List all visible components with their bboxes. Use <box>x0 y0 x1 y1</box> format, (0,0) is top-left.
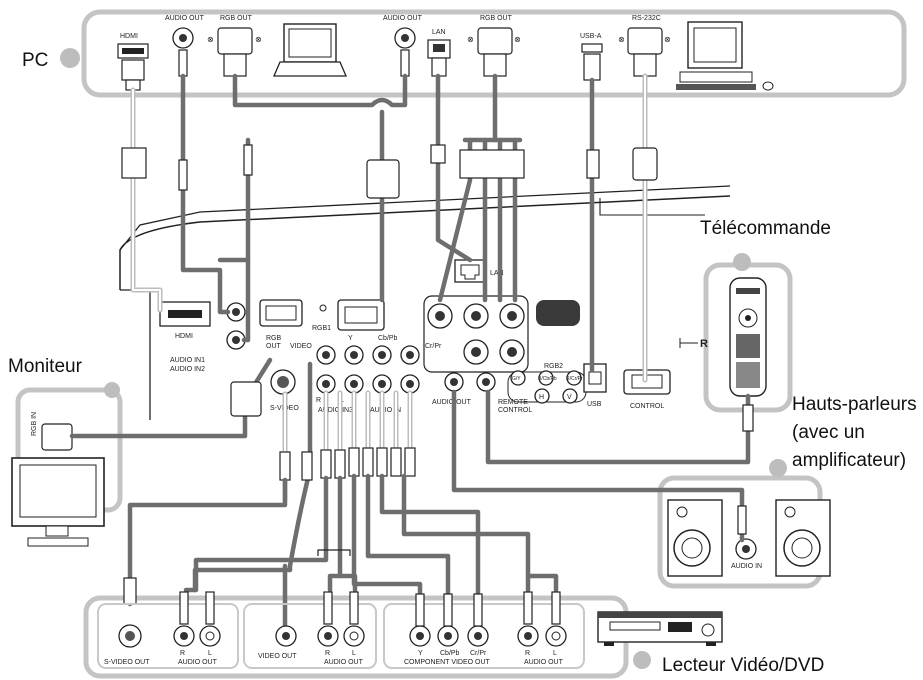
pc-rs232c-label: RS-232C <box>632 15 661 22</box>
projector-remote-control-label1: REMOTE <box>498 399 528 406</box>
source-y-label: Y <box>418 650 423 657</box>
projector-audio-in4-label: AUDIO IN <box>370 407 401 414</box>
laptop-icon <box>273 23 347 77</box>
source-r-label-3: R <box>525 650 530 657</box>
speakers-title-line2: (avec un <box>792 422 865 443</box>
source-l-label-3: L <box>553 650 557 657</box>
projector-lan-label: LAN <box>490 270 504 277</box>
source-component-video-out-label: COMPONENT VIDEO OUT <box>404 659 491 666</box>
projector-rgb2-label: RGB2 <box>544 363 563 370</box>
source-audio-out-label-1: AUDIO OUT <box>178 659 218 666</box>
source-l-label-2: L <box>352 650 356 657</box>
cables-projector-to-source <box>123 361 559 643</box>
source-audio-out-label-3: AUDIO OUT <box>524 659 564 666</box>
pc-title: PC <box>22 50 48 71</box>
source-s-video-out-label: S-VIDEO OUT <box>104 659 150 666</box>
pc-rgb-out-2-port <box>477 27 513 55</box>
pc-usb-a-port <box>581 43 603 53</box>
projector-rgb-out-label: RGB <box>266 335 282 342</box>
projector-video-label: VIDEO <box>290 343 312 350</box>
source-cbpb-label: Cb/Pb <box>440 650 460 657</box>
projector-crpr-label: Cr/Pr <box>425 343 442 350</box>
speakers-group-dot <box>769 459 787 477</box>
source-group-dot <box>633 651 651 669</box>
projector-remote-control-label2: CONTROL <box>498 407 532 414</box>
source-panel-svideo-audio <box>97 603 239 669</box>
pc-rgb-out-1-label: RGB OUT <box>220 15 253 22</box>
source-r-label-2: R <box>325 650 330 657</box>
projector-audio-in2-label: AUDIO IN2 <box>170 366 205 373</box>
pc-rs232c-port <box>627 27 663 55</box>
projector-audio-in1-label: AUDIO IN1 <box>170 357 205 364</box>
remote-control-icon <box>729 277 767 397</box>
pc-hdmi-label: HDMI <box>120 33 138 40</box>
monitor-icon <box>11 457 105 547</box>
source-plugs <box>179 591 561 627</box>
pc-rgb-out-1-port <box>217 27 253 55</box>
source-video-out-label: VIDEO OUT <box>258 653 297 660</box>
projector-rgb-out-label2: OUT <box>266 343 282 350</box>
remote-title: Télécommande <box>700 218 831 239</box>
pc-audio-out-2-label: AUDIO OUT <box>383 15 423 22</box>
svg-text:⊗: ⊗ <box>664 35 671 44</box>
monitor-rgb-in-port <box>41 423 73 451</box>
pc-lan-label: LAN <box>432 29 446 36</box>
source-l-label-1: L <box>208 650 212 657</box>
speakers-title-line1: Hauts-parleurs <box>792 394 917 415</box>
projector-rgb1-label: RGB1 <box>312 325 331 332</box>
monitor-title: Moniteur <box>8 356 83 377</box>
projector-hdmi-label: HDMI <box>175 333 193 340</box>
source-jacks <box>118 624 567 648</box>
svg-text:⊗: ⊗ <box>467 35 474 44</box>
projector-audio-in3-label: AUDIO IN3 <box>318 407 353 414</box>
projector-h-label: H <box>539 394 544 401</box>
pc-usb-a-label: USB-A <box>580 33 602 40</box>
pc-rgb-out-2-label: RGB OUT <box>480 15 513 22</box>
source-crpr-label: Cr/Pr <box>470 650 487 657</box>
source-panel-component-audio <box>383 603 585 669</box>
pc-audio-out-1-label: AUDIO OUT <box>165 15 205 22</box>
svg-text:R: R <box>700 338 708 350</box>
projector-bcb-label: B/Cb/Pb <box>538 376 557 382</box>
vcr-dvd-title: Lecteur Vidéo/DVD <box>662 655 824 676</box>
projector-control-label: CONTROL <box>630 403 664 410</box>
monitor-group-dot <box>104 382 120 398</box>
projector-rgb2-bnc-ports <box>423 295 529 373</box>
source-r-label-1: R <box>180 650 185 657</box>
projector-y-label: Y <box>348 335 353 342</box>
source-audio-out-label-2: AUDIO OUT <box>324 659 364 666</box>
cables-pc-to-projector <box>121 73 658 383</box>
dvd-player-icon <box>597 611 723 646</box>
source-panel-video-audio <box>243 603 377 669</box>
speakers-title-line3: amplificateur) <box>792 450 906 471</box>
svg-text:⊗: ⊗ <box>514 35 521 44</box>
svg-text:⊗: ⊗ <box>207 35 214 44</box>
remote-group-dot <box>733 253 751 271</box>
projector-video-component-jacks <box>316 345 420 394</box>
monitor-rgb-in-label: RGB IN <box>31 412 38 436</box>
pc-group-dot <box>60 48 80 68</box>
svg-text:⊗: ⊗ <box>618 35 625 44</box>
projector-rcr-label: R/Cr/Pr <box>566 376 583 382</box>
projector-usb-label: USB <box>587 401 602 408</box>
projector-r-label: R <box>316 397 321 404</box>
svg-text:⊗: ⊗ <box>255 35 262 44</box>
projector-v-label: V <box>567 394 572 401</box>
speaker-audio-in-label: AUDIO IN <box>731 563 762 570</box>
projector-gy-label: G/Y <box>512 376 521 382</box>
projector-cbpb-label: Cb/Pb <box>378 335 398 342</box>
speakers-icon <box>667 499 831 577</box>
desktop-computer-icon <box>676 21 774 91</box>
